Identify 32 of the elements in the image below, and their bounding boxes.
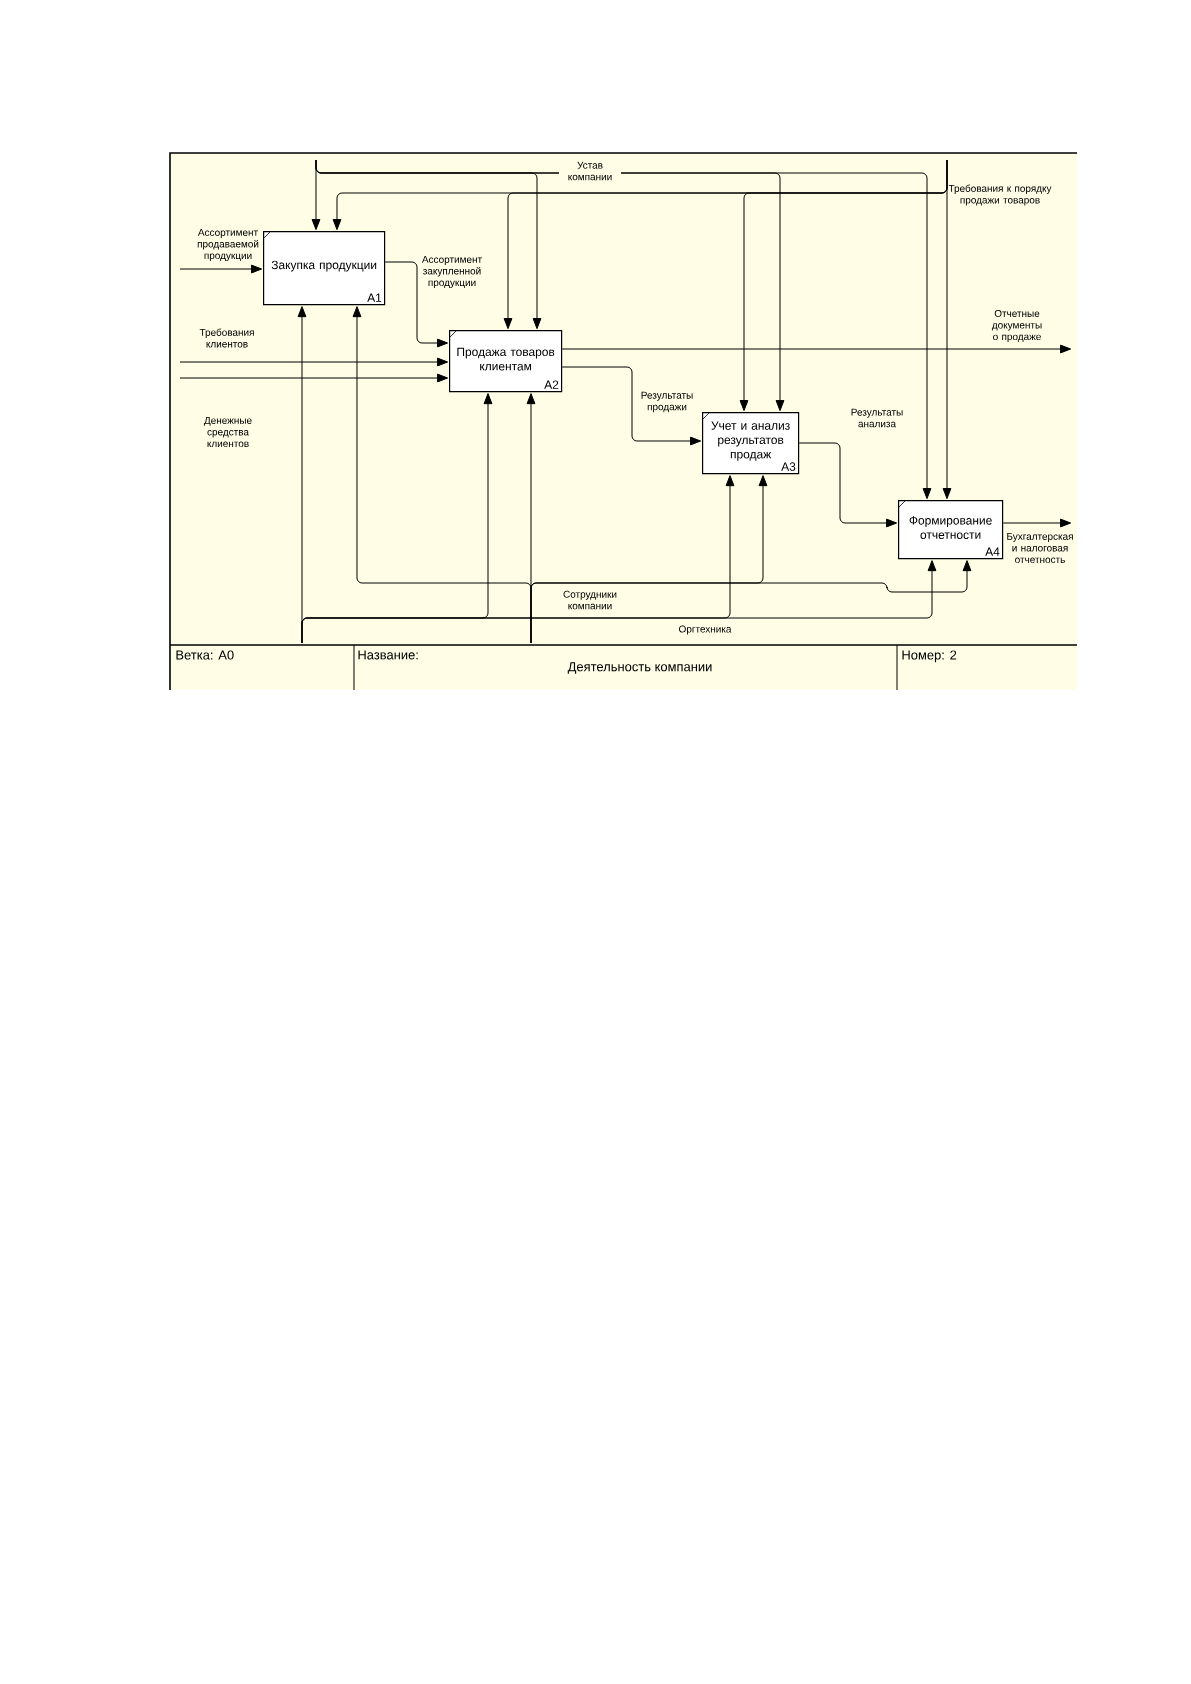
arrow xyxy=(942,159,952,500)
edge-label: Оргтехника xyxy=(679,625,732,635)
edge-label: Бухгалтерская и налоговая отчетность xyxy=(1007,533,1073,564)
arrow xyxy=(384,261,449,348)
arrow xyxy=(179,373,449,383)
edge-label: Денежные средства клиентов xyxy=(204,417,252,448)
process-box: Учет и анализ результатов продаж A3 xyxy=(701,411,800,475)
arrow xyxy=(179,264,263,274)
arrow xyxy=(179,357,449,367)
edge-label: Ассортимент продаваемой продукции xyxy=(197,229,259,261)
edge-label: Требования клиентов xyxy=(199,328,254,348)
process-box: Продажа товаров клиентам A2 xyxy=(448,329,563,393)
arrow xyxy=(530,560,972,644)
edge-label: Отчетные документы о продаже xyxy=(991,309,1042,343)
arrow xyxy=(315,159,932,500)
process-box: Закупка продукции A1 xyxy=(262,230,386,306)
process-box: Формирование отчетности A4 xyxy=(897,499,1004,560)
edge-label: Результаты продажи xyxy=(641,391,693,413)
title-block-text: Номер: 2 xyxy=(902,650,957,663)
arrow xyxy=(1002,518,1072,528)
edge-label: Сотрудники компании xyxy=(563,590,617,610)
arrow xyxy=(301,560,937,644)
edge-label: Ассортимент закупленной продукции xyxy=(421,256,482,288)
title-block-text: Название: xyxy=(358,650,418,660)
arrow xyxy=(561,366,702,446)
arrow xyxy=(561,344,1072,354)
arrow xyxy=(798,442,898,528)
title-block-text: Деятельность компании xyxy=(567,662,712,674)
edge-label: Результаты анализа xyxy=(851,408,903,428)
edge-label: Устав компании xyxy=(559,160,621,182)
edge-label: Требования к порядку продажи товаров xyxy=(948,184,1052,206)
title-block-text: Ветка: A0 xyxy=(176,650,234,660)
